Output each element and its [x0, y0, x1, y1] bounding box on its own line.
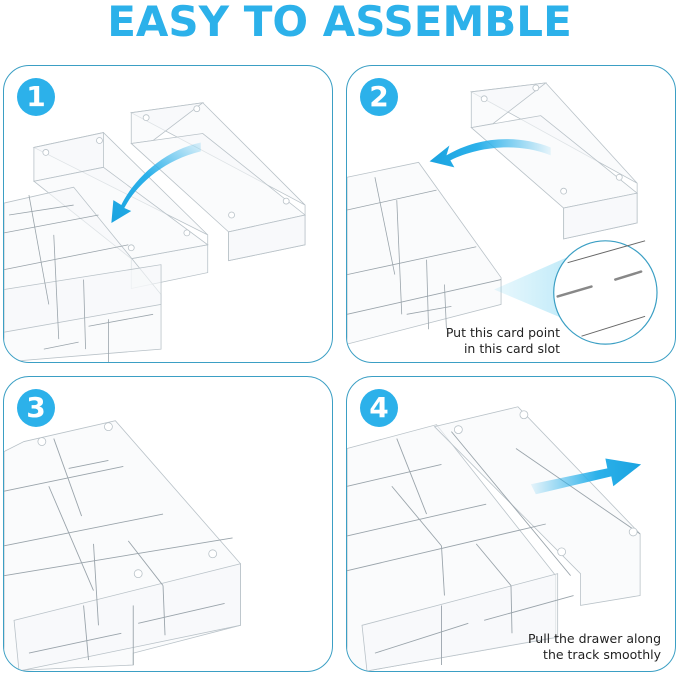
caption-line: the track smoothly: [543, 647, 661, 662]
caption-line: Pull the drawer along: [527, 631, 661, 646]
caption-line: Put this card point: [445, 325, 560, 340]
rail-placement-illustration: [4, 102, 306, 362]
assembled-organizer-illustration: [4, 420, 241, 671]
slot-alignment-illustration: [347, 82, 658, 345]
step-number-badge: 1: [17, 78, 55, 116]
caption-line: in this card slot: [463, 341, 560, 356]
step-panel-4: 4: [346, 376, 676, 672]
drawer-sliding-illustration: [347, 406, 642, 671]
step-2-caption: Put this card point in this card slot: [446, 325, 560, 357]
step-panel-1: 1: [3, 65, 333, 363]
step-panel-3: 3: [3, 376, 333, 672]
step-number-badge: 3: [17, 389, 55, 427]
page-title: EASY TO ASSEMBLE: [107, 0, 572, 46]
step-4-caption: Pull the drawer along the track smoothly: [528, 631, 661, 663]
step-number-badge: 2: [360, 78, 398, 116]
step-panel-2: 2: [346, 65, 676, 363]
step-number-badge: 4: [360, 389, 398, 427]
